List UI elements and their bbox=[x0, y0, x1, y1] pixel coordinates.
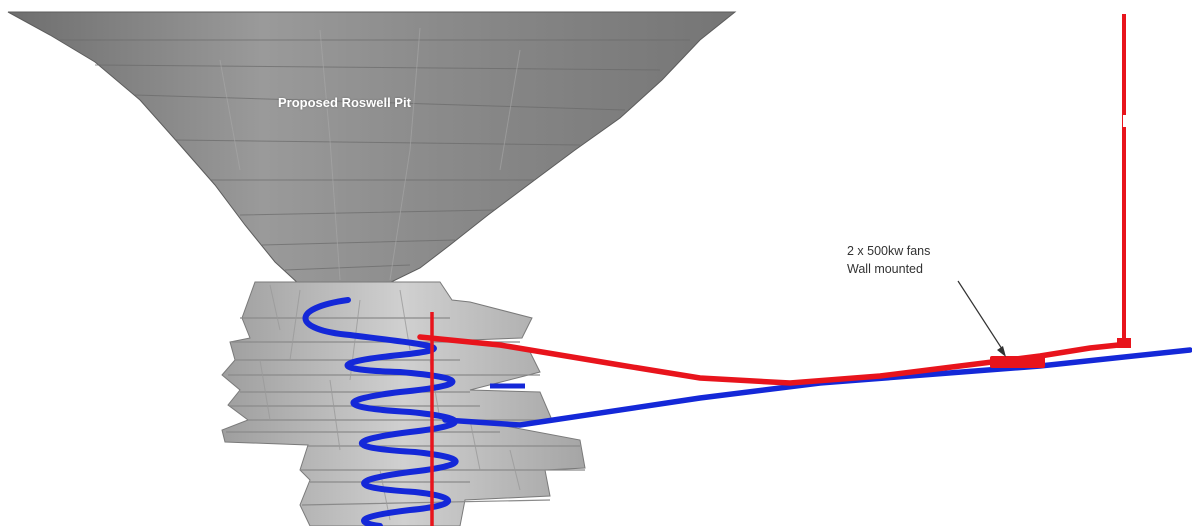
pit-label: Proposed Roswell Pit bbox=[278, 95, 411, 110]
fans-location bbox=[957, 280, 1045, 368]
underground-stopes bbox=[221, 281, 586, 526]
fan-annotation: 2 x 500kw fans Wall mounted bbox=[847, 242, 930, 278]
exhaust-airway bbox=[417, 14, 1131, 526]
proposed-pit-shell bbox=[7, 11, 737, 291]
fan-annotation-line1: 2 x 500kw fans bbox=[847, 244, 931, 258]
intake-decline bbox=[302, 297, 1192, 526]
fan-annotation-line2: Wall mounted bbox=[847, 262, 923, 276]
